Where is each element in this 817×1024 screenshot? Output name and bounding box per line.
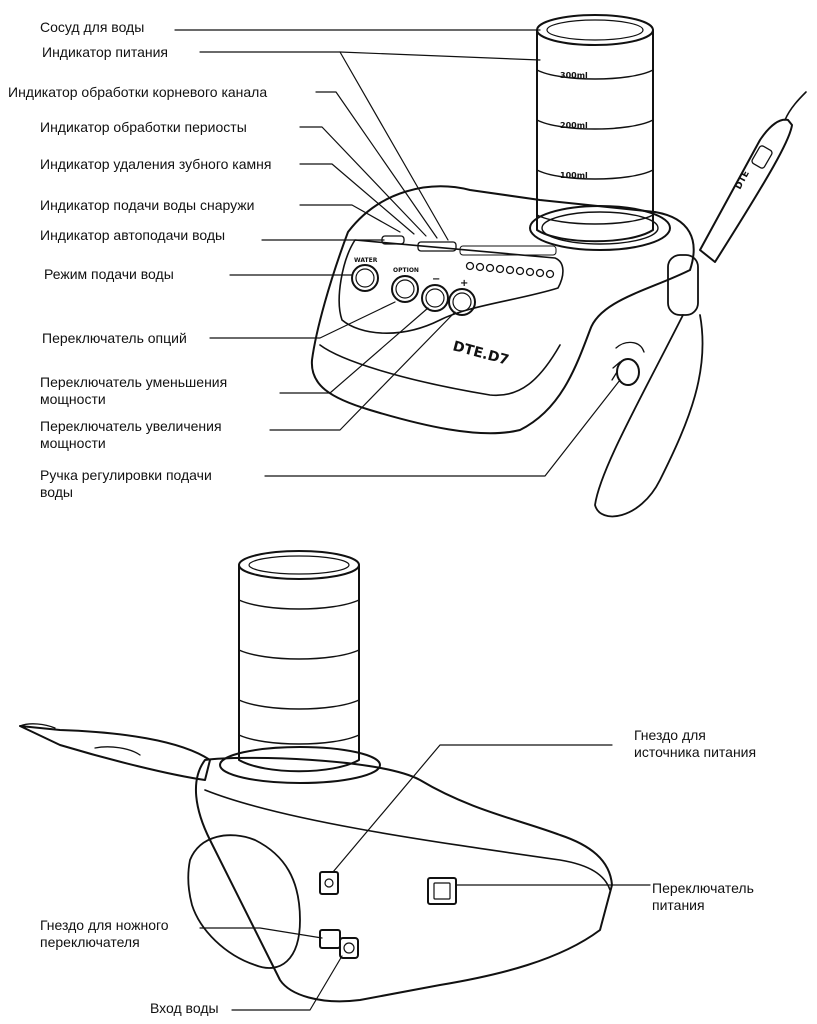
label-option-switch: Переключатель опций [42,330,187,346]
indicator-led-row [381,235,557,279]
label-power-up-switch-line1: Переключатель увеличения [40,418,222,434]
control-panel [338,239,564,334]
label-power-down-switch-line1: Переключатель уменьшения [40,374,228,390]
label-root-canal-indicator: Индикатор обработки корневого канала [8,84,268,100]
label-power-switch-line1: Переключатель [652,880,754,896]
side-pad [187,834,301,969]
power-socket[interactable] [319,871,339,895]
label-auto-water-indicator: Индикатор автоподачи воды [40,227,226,243]
option-button-mark: OPTION [393,267,419,274]
water-button-mark: WATER [354,257,378,264]
power-up-button[interactable] [448,288,476,316]
water-bottle [536,14,654,243]
label-water-knob-line2: воды [40,484,73,500]
label-power-indicator: Индикатор питания [42,44,168,60]
label-perio-indicator: Индикатор обработки периосты [40,119,247,135]
label-power-socket-line2: источника питания [634,744,757,760]
top-device-body [310,185,695,435]
label-scaling-indicator: Индикатор удаления зубного камня [40,156,272,172]
label-water-knob-line1: Ручка регулировки подачи [40,467,212,483]
bottom-device [19,550,613,1003]
label-power-socket-line1: Гнездо для [634,727,706,743]
foot-switch-socket[interactable] [319,929,341,949]
label-water-vessel: Сосуд для воды [40,19,145,35]
label-foot-switch-socket: Гнездо для ножного переключателя [40,917,169,951]
label-external-water-indicator: Индикатор подачи воды снаружи [40,197,255,213]
label-power-down-switch-line2: мощности [40,391,106,407]
bottom-device-body [194,756,613,1003]
label-power-socket: Гнездо для источника питания [634,727,756,761]
water-mode-button[interactable] [351,264,379,292]
power-switch[interactable] [427,877,457,905]
label-power-down-switch: Переключатель уменьшения мощности [40,374,227,408]
label-water-inlet: Вход воды [150,1000,219,1016]
option-button[interactable] [391,275,419,303]
water-bottle-bottom [238,550,360,773]
water-inlet[interactable] [339,937,359,959]
plus-mark: + [460,278,468,289]
top-device [310,14,807,518]
minus-mark: − [432,274,440,285]
brand-mark: DTE.D7 [451,338,511,368]
label-foot-switch-socket-line2: переключателя [40,934,140,950]
power-down-button[interactable] [421,284,449,312]
bottle-mark-100: 100ml [560,171,588,180]
leader-lines [174,29,651,1011]
handpiece [594,91,807,518]
bottle-mark-200: 200ml [560,121,588,130]
water-knob[interactable] [611,341,645,386]
handpiece-brand-mark: DTE [734,169,752,191]
label-power-up-switch: Переключатель увеличения мощности [40,418,222,452]
label-power-up-switch-line2: мощности [40,435,106,451]
handpiece-bottom [19,723,211,781]
label-water-knob: Ручка регулировки подачи воды [40,467,212,501]
bottle-mark-300: 300ml [560,71,588,80]
label-foot-switch-socket-line1: Гнездо для ножного [40,917,169,933]
label-power-switch-line2: питания [652,897,705,913]
label-water-mode: Режим подачи воды [44,266,174,282]
label-power-switch: Переключатель питания [652,880,754,914]
